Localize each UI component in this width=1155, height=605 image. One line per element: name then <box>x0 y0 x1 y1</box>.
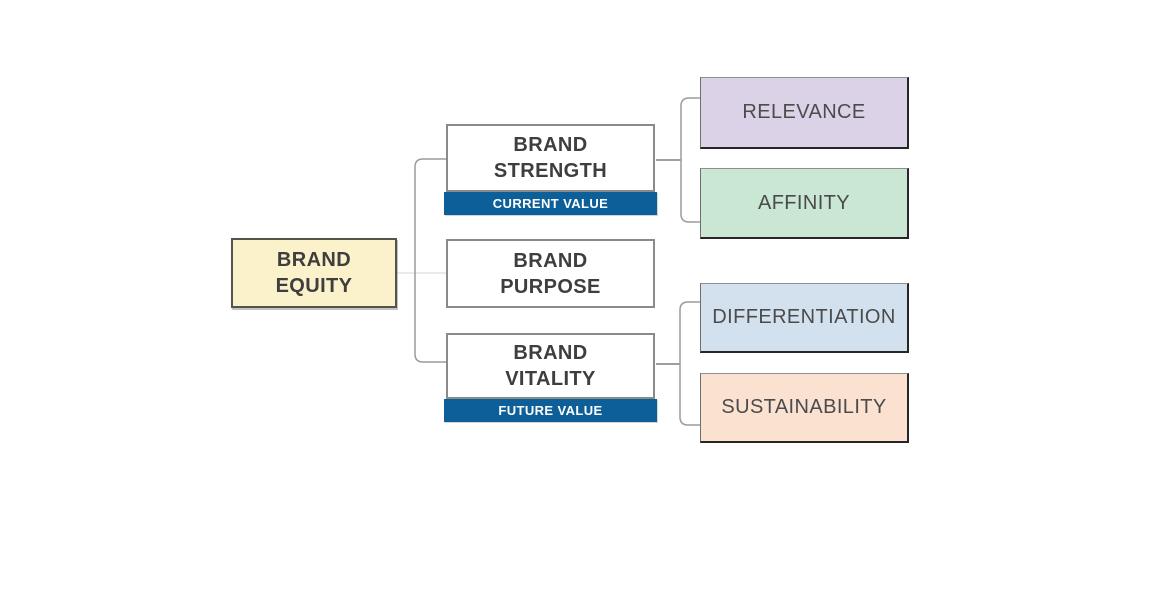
connector-strength-children <box>680 97 700 223</box>
brand-vitality-label-line1: BRAND <box>513 342 588 364</box>
connector-vitality-children <box>679 301 700 426</box>
relevance-label: RELEVANCE <box>742 101 866 123</box>
brand-equity-node: BRAND EQUITY <box>231 238 397 308</box>
relevance-node: RELEVANCE <box>700 77 909 149</box>
affinity-label: AFFINITY <box>757 191 851 214</box>
sustainability-label: SUSTAINABILITY <box>721 396 887 418</box>
differentiation-node: DIFFERENTIATION <box>700 283 909 353</box>
brand-purpose-label-line1: BRAND <box>513 249 588 272</box>
sustainability-node: SUSTAINABILITY <box>700 373 909 443</box>
brand-strength-label-line2: STRENGTH <box>493 160 608 182</box>
future-value-banner: FUTURE VALUE <box>444 399 657 422</box>
brand-vitality-node: BRAND VITALITY <box>446 333 655 399</box>
brand-purpose-node: BRAND PURPOSE <box>446 239 655 308</box>
brand-equity-label-line2: EQUITY <box>275 275 353 297</box>
brand-purpose-label-line2: PURPOSE <box>500 275 601 298</box>
brand-equity-label-line1: BRAND <box>276 249 352 271</box>
connector-equity-strength-vitality <box>414 158 447 363</box>
brand-strength-label-line1: BRAND <box>513 134 588 156</box>
current-value-banner: CURRENT VALUE <box>444 192 657 215</box>
brand-strength-node: BRAND STRENGTH <box>446 124 655 192</box>
brand-vitality-label-line2: VITALITY <box>505 368 596 390</box>
differentiation-label: DIFFERENTIATION <box>712 306 896 328</box>
affinity-node: AFFINITY <box>700 168 909 239</box>
